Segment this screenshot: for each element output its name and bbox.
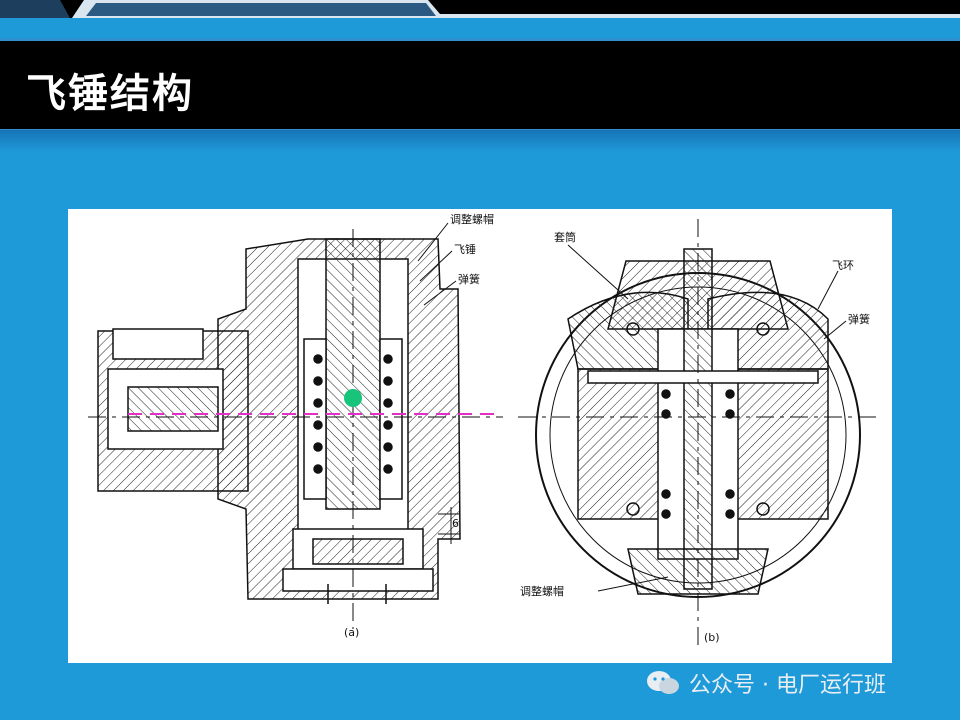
label-spring-a: 弹簧 [458, 272, 480, 286]
top-strip [0, 0, 960, 18]
label-fly-hammer-a: 飞锤 [454, 242, 476, 256]
title-band: 飞锤结构 [0, 38, 960, 132]
green-marker [344, 389, 362, 407]
label-adjust-nut-a: 调整螺帽 [450, 212, 494, 226]
label-sleeve-b: 套筒 [554, 230, 576, 244]
drawing-b [518, 219, 878, 649]
drawing-a [88, 222, 503, 629]
mechanism-drawing: 调整螺帽 飞锤 弹簧 6 (a) [88, 212, 878, 649]
watermark-text: 公众号 · 电厂运行班 [689, 673, 886, 698]
spring-coils-b [661, 389, 735, 519]
label-adjust-nut-b: 调整螺帽 [520, 584, 564, 598]
page-title: 飞锤结构 [26, 71, 194, 117]
spring-coils-a [303, 338, 403, 500]
top-tab-decoration [0, 0, 960, 18]
caption-a: (a) [344, 626, 359, 639]
label-fly-ring-b: 飞环 [832, 259, 854, 272]
wechat-icon [647, 671, 679, 694]
label-spring-b: 弹簧 [848, 312, 870, 326]
label-dim-six: 6 [452, 517, 459, 530]
mechanism-figure: 调整螺帽 飞锤 弹簧 6 (a) [68, 209, 892, 663]
watermark: 公众号 · 电厂运行班 [645, 668, 886, 698]
band-shade [0, 130, 960, 152]
caption-b: (b) [704, 631, 720, 644]
